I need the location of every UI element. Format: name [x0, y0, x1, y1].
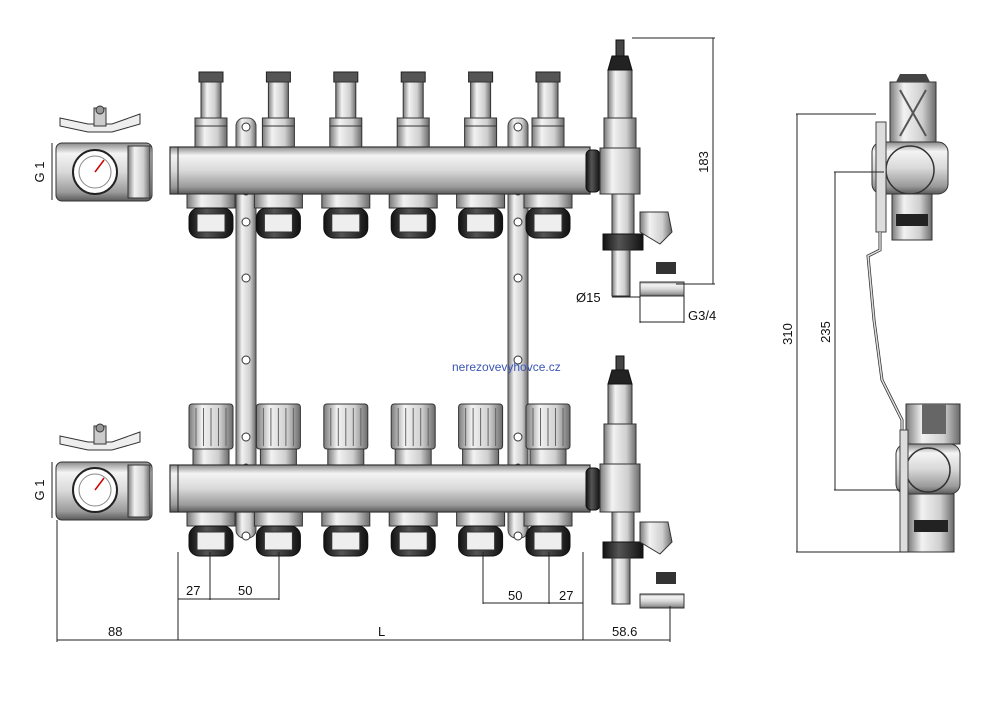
- dim-183: 183: [696, 151, 711, 173]
- top-outlet-1: [186, 193, 236, 239]
- top-outlet-3: [321, 193, 371, 239]
- dim-50-left: 50: [238, 583, 252, 598]
- top-manifold: [55, 39, 685, 297]
- dim-l: L: [378, 624, 385, 639]
- dim-58-6: 58.6: [612, 624, 637, 639]
- bottom-outlet-4: [388, 511, 438, 557]
- dim-27-right: 27: [559, 588, 573, 603]
- lockshield-4: [390, 403, 436, 466]
- flowmeter-2: [261, 71, 295, 149]
- bottom-outlet-3: [321, 511, 371, 557]
- top-outlet-2: [253, 193, 303, 239]
- bottom-outlet-1: [186, 511, 236, 557]
- dim-g1-top: G 1: [32, 162, 47, 183]
- top-outlet-5: [456, 193, 506, 239]
- lockshield-3: [323, 403, 369, 466]
- dim-88: 88: [108, 624, 122, 639]
- bottom-manifold: [55, 355, 685, 609]
- top-manifold-bar: [169, 146, 591, 195]
- bottom-outlet-6: [523, 511, 573, 557]
- dim-diameter-15: Ø15: [576, 290, 601, 305]
- dim-310: 310: [780, 323, 795, 345]
- dimension-labels: 183 Ø15 G3/4 310 235 G 1 G 1 27 50 50 27…: [32, 151, 833, 639]
- flowmeter-4: [396, 71, 430, 149]
- side-view: [866, 74, 961, 553]
- lockshield-5: [458, 403, 504, 466]
- flowmeter-6: [531, 71, 565, 149]
- dim-50-right: 50: [508, 588, 522, 603]
- top-ball-valve: [55, 105, 153, 202]
- dimension-lines: [51, 37, 908, 642]
- lockshield-1: [188, 403, 234, 466]
- bottom-outlet-2: [253, 511, 303, 557]
- watermark: nerezovevyhovce.cz: [452, 360, 561, 374]
- flowmeter-3: [329, 71, 363, 149]
- dim-235: 235: [818, 321, 833, 343]
- top-outlet-row: [186, 193, 573, 239]
- flowmeter-row: [194, 71, 565, 149]
- top-outlet-4: [388, 193, 438, 239]
- bottom-ball-valve: [55, 423, 153, 521]
- bottom-manifold-bar: [169, 464, 591, 513]
- lockshield-6: [525, 403, 571, 466]
- lockshield-2: [255, 403, 301, 466]
- mounting-brackets: [235, 117, 529, 541]
- dim-27-left: 27: [186, 583, 200, 598]
- top-outlet-6: [523, 193, 573, 239]
- bottom-outlet-5: [456, 511, 506, 557]
- top-air-vent: [599, 39, 685, 297]
- flowmeter-5: [464, 71, 498, 149]
- dim-g1-bottom: G 1: [32, 480, 47, 501]
- lockshield-row: [188, 403, 571, 466]
- flowmeter-1: [194, 71, 228, 149]
- dim-g34: G3/4: [688, 308, 716, 323]
- bottom-air-vent: [599, 355, 685, 609]
- bottom-outlet-row: [186, 511, 573, 557]
